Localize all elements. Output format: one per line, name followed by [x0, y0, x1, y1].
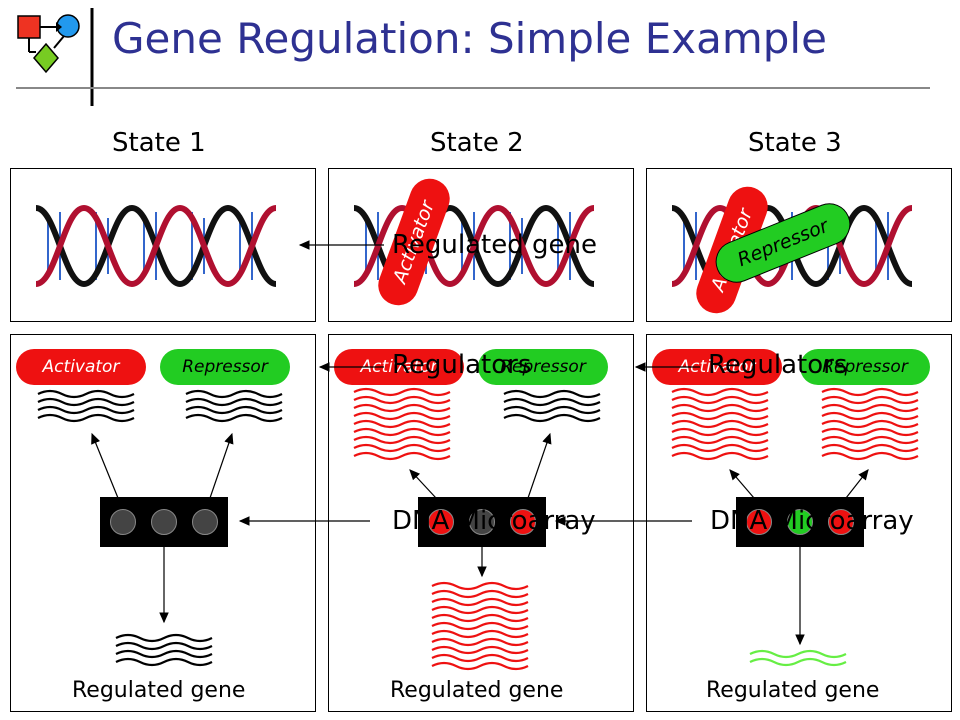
- regulators-overlay-3: Regulators: [708, 350, 848, 380]
- state-1-label: State 1: [112, 128, 206, 158]
- state-1-spot-3: [192, 509, 218, 535]
- state-1-gene-caption: Regulated gene: [72, 678, 246, 703]
- title-rule: [16, 87, 930, 89]
- regulated-gene-overlay: Regulated gene: [392, 230, 597, 260]
- state-1-dna-helix: [36, 204, 277, 288]
- state-3-repressor: Repressor: [800, 349, 930, 385]
- logo: [16, 8, 110, 106]
- state-2-repressor: Repressor: [478, 349, 608, 385]
- state-2-activator-expression: [352, 387, 452, 461]
- state-3-spot-1: [746, 509, 772, 535]
- state-3-gene-expression: [748, 649, 848, 667]
- microarray-overlay-3: DNA Microarray: [710, 506, 914, 536]
- state-2-microarray: [418, 497, 546, 547]
- regulators-overlay-2: Regulators: [392, 350, 532, 380]
- state-3-spot-2: [787, 509, 813, 535]
- state-1-spot-1: [110, 509, 136, 535]
- state-2-repressor-expression: [502, 389, 602, 423]
- state-3-activator-expression: [670, 387, 770, 461]
- state-3-repressor-expression: [820, 387, 920, 461]
- state-2-gene-caption: Regulated gene: [390, 678, 564, 703]
- state-2-spot-3: [510, 509, 536, 535]
- state-3-spot-3: [828, 509, 854, 535]
- state-3-microarray: [736, 497, 864, 547]
- state-3-gene-caption: Regulated gene: [706, 678, 880, 703]
- state-2-spot-2: [469, 509, 495, 535]
- state-1-activator-expression: [36, 389, 136, 423]
- microarray-overlay-2: DNA Microarray: [392, 506, 596, 536]
- state-1-activator: Activator: [16, 349, 146, 385]
- state-2-spot-1: [428, 509, 454, 535]
- state-1-gene-expression: [114, 633, 214, 667]
- state-3-label: State 3: [748, 128, 842, 158]
- page-title: Gene Regulation: Simple Example: [112, 14, 827, 63]
- state-1-microarray: [100, 497, 228, 547]
- state-1-spot-2: [151, 509, 177, 535]
- state-2-gene-expression: [430, 581, 530, 671]
- state-1-repressor: Repressor: [160, 349, 290, 385]
- state-2-label: State 2: [430, 128, 524, 158]
- state-1-repressor-expression: [184, 389, 284, 423]
